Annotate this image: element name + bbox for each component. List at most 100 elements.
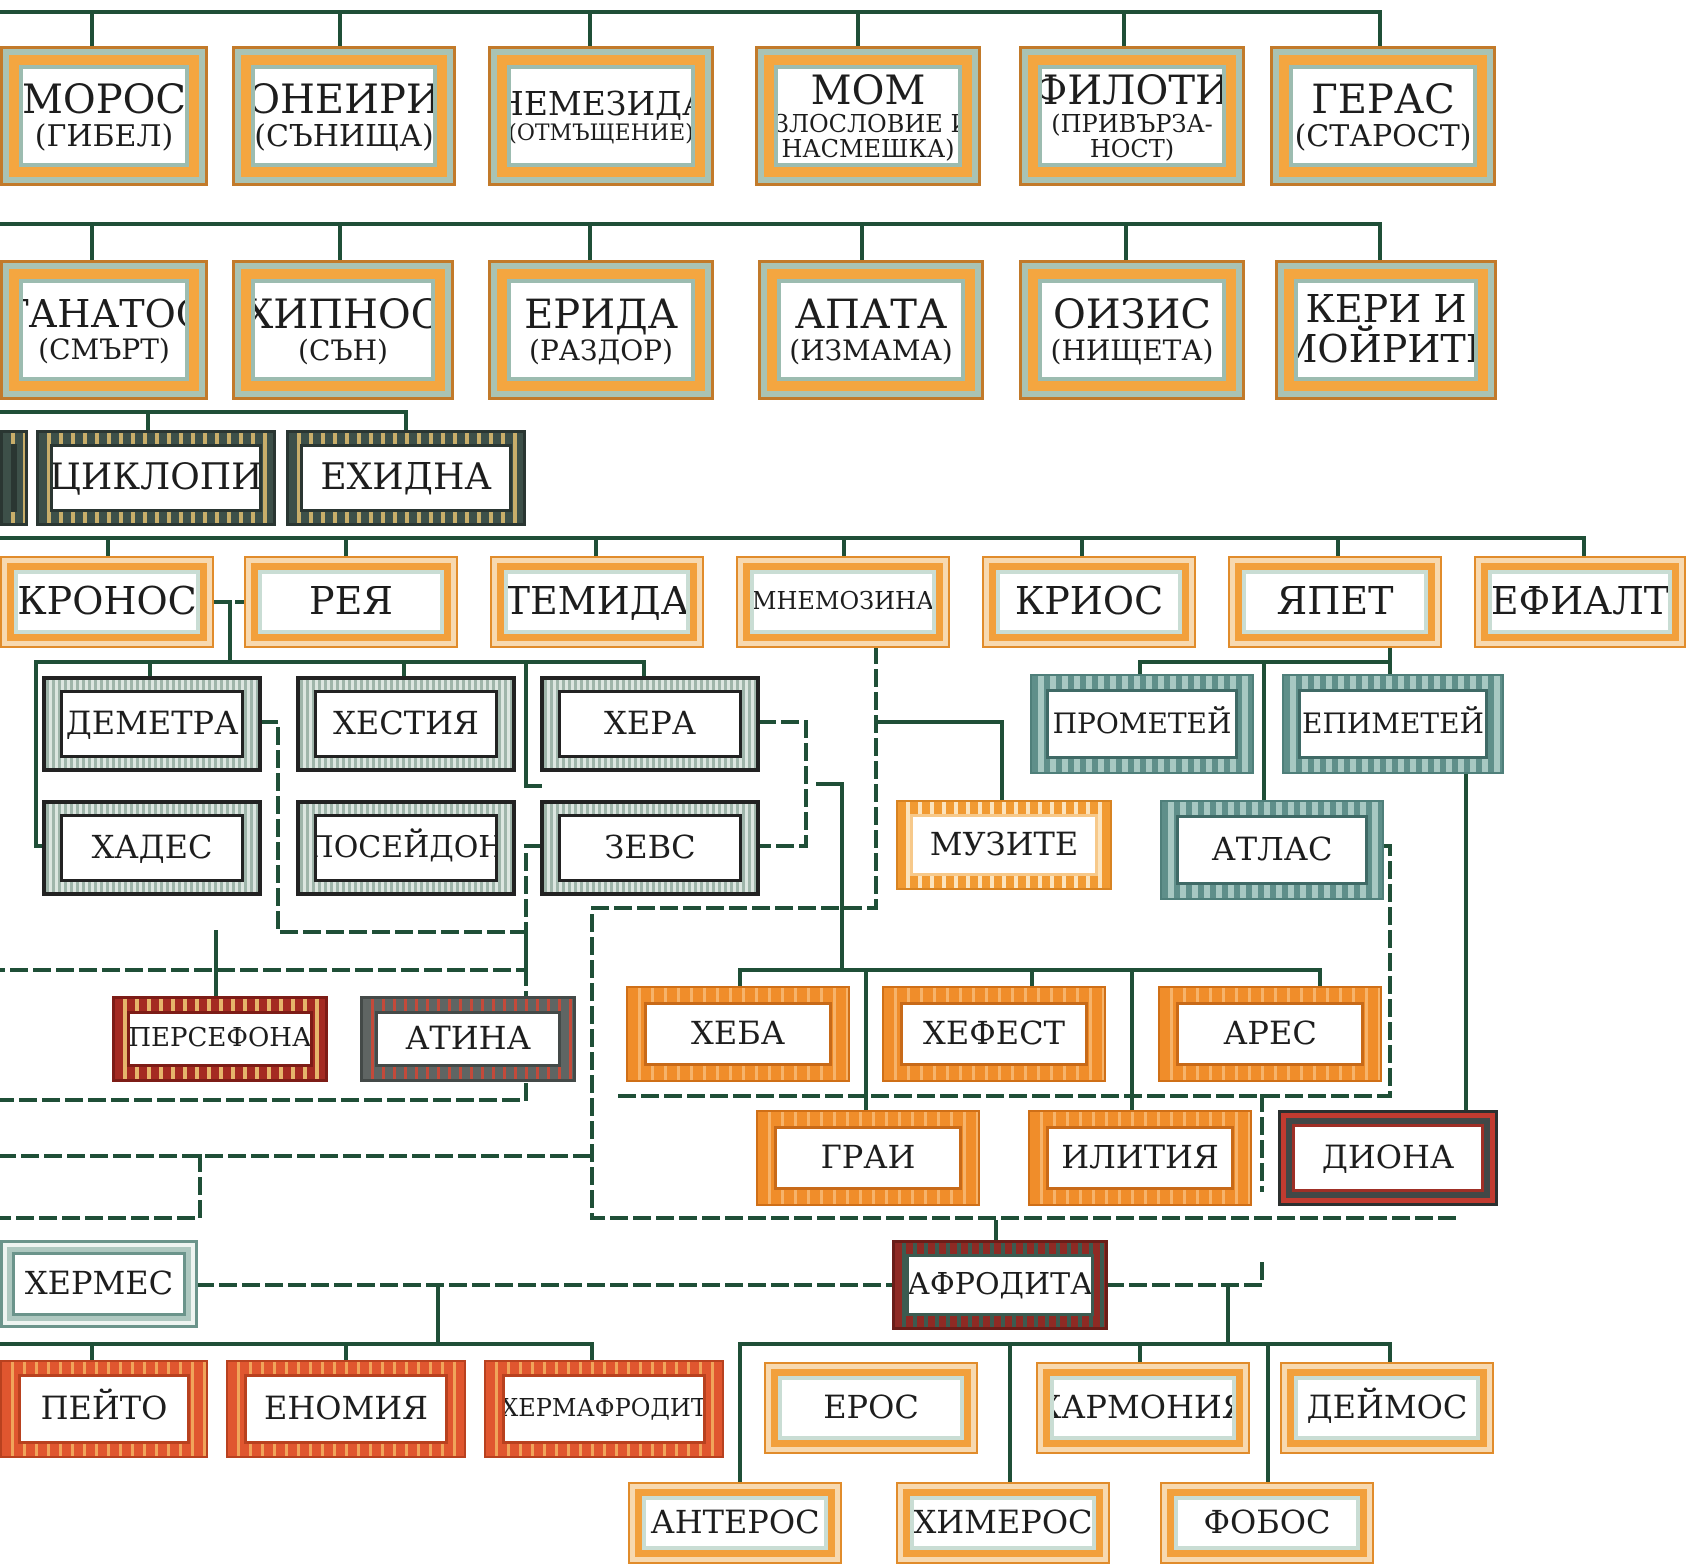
node-peitho[interactable]: ПЕЙТО — [0, 1360, 208, 1458]
node-sublabel: (ГИБЕЛ) — [34, 119, 174, 155]
node-dione[interactable]: ДИОНА — [1278, 1110, 1498, 1206]
node-label: ПЕЙТО — [40, 1389, 168, 1428]
node-label: ПЕРСЕФОНА — [128, 1023, 312, 1054]
node-moros[interactable]: МОРОС(ГИБЕЛ) — [0, 46, 208, 186]
node-label: РЕЯ — [309, 579, 393, 624]
node-eris[interactable]: ЕРИДА(РАЗДОР) — [488, 260, 714, 400]
node-sublabel: (СЪН) — [298, 334, 388, 368]
node-label: КРИОС — [1014, 579, 1164, 624]
node-label: ИЛИТИЯ — [1061, 1138, 1219, 1177]
node-cronus[interactable]: КРОНОС — [0, 556, 214, 648]
node-hebe[interactable]: ХЕБА — [626, 986, 850, 1082]
node-hermaphroditus[interactable]: ХЕРМАФРОДИТ — [484, 1360, 724, 1458]
titan-bar — [0, 536, 1586, 558]
node-epimetheus[interactable]: ЕПИМЕТЕЙ — [1282, 674, 1504, 774]
demeter-union — [0, 720, 528, 972]
node-label: ЕХИДНА — [320, 457, 492, 499]
node-label: АНТЕРОС — [650, 1503, 820, 1542]
node-label: ХАРМОНИЯ — [1054, 1388, 1232, 1427]
node-ephialtes[interactable]: ЕФИАЛТ — [1474, 556, 1686, 648]
node-ilithyia[interactable]: ИЛИТИЯ — [1028, 1110, 1252, 1206]
node-harmonia[interactable]: ХАРМОНИЯ — [1036, 1362, 1250, 1454]
node-phobos[interactable]: ФОБОС — [1160, 1482, 1374, 1564]
node-philotes[interactable]: ФИЛОТИ(ПРИВЪРЗА-НОСТ) — [1019, 46, 1245, 186]
node-label: ДЕМЕТРА — [65, 704, 239, 743]
node-rhea[interactable]: РЕЯ — [244, 556, 458, 648]
lower-union — [0, 1154, 594, 1220]
hera-zeus-union — [758, 720, 808, 848]
node-eunomia[interactable]: ЕНОМИЯ — [226, 1360, 466, 1458]
node-oneiri[interactable]: ОНЕИРИ(СЪНИЩА) — [232, 46, 456, 186]
node-hades[interactable]: ХАДЕС — [42, 800, 262, 896]
node-label: ФОБОС — [1203, 1503, 1331, 1542]
node-zeus[interactable]: ЗЕВС — [540, 800, 760, 896]
node-label: ХЕФЕСТ — [923, 1014, 1065, 1053]
node-label: ОНЕИРИ — [251, 77, 437, 124]
row3-bar — [0, 410, 408, 432]
node-label: ЕПИМЕТЕЙ — [1302, 707, 1484, 741]
node-mnemosyne[interactable]: МНЕМОЗИНА — [736, 556, 950, 648]
node-label: ТАНАТОС — [23, 292, 185, 337]
node-poseidon[interactable]: ПОСЕЙДОН — [296, 800, 516, 896]
node-hestia[interactable]: ХЕСТИЯ — [296, 676, 516, 772]
node-anteros[interactable]: АНТЕРОС — [628, 1482, 842, 1564]
node-athena[interactable]: АТИНА — [360, 996, 576, 1082]
node-label: ГЕРАС — [1311, 77, 1455, 124]
node-label: АРЕС — [1223, 1014, 1317, 1053]
node-sublabel: МОЙРИТЕ — [1298, 327, 1474, 371]
node-prometheus[interactable]: ПРОМЕТЕЙ — [1030, 674, 1254, 774]
node-crius[interactable]: КРИОС — [982, 556, 1196, 648]
node-apate[interactable]: АПАТА(ИЗМАМА) — [758, 260, 984, 400]
node-persephone[interactable]: ПЕРСЕФОНА — [112, 996, 328, 1082]
ares-aphrodite-union — [1106, 1260, 1264, 1287]
muses-link — [878, 720, 1004, 802]
node-sublabel: (ИЗМАМА) — [789, 334, 953, 368]
node-sublabel: (НИЩЕТА) — [1050, 334, 1214, 368]
node-eros[interactable]: ЕРОС — [764, 1362, 978, 1454]
node-graeae[interactable]: ГРАИ — [756, 1110, 980, 1206]
node-label: ГРАИ — [820, 1138, 916, 1177]
node-hermes[interactable]: ХЕРМЕС — [0, 1240, 198, 1328]
node-oizys[interactable]: ОИЗИС(НИЩЕТА) — [1019, 260, 1245, 400]
node-ares[interactable]: АРЕС — [1158, 986, 1382, 1082]
node-hephaestus[interactable]: ХЕФЕСТ — [882, 986, 1106, 1082]
node-keres[interactable]: КЕРИ ИМОЙРИТЕ — [1275, 260, 1497, 400]
poseidon-union — [0, 844, 542, 1102]
node-geras[interactable]: ГЕРАС(СТАРОСТ) — [1270, 46, 1496, 186]
node-echidna[interactable]: ЕХИДНА — [286, 430, 526, 526]
node-sublabel: (ОТМЪЩЕНИЕ) — [508, 120, 694, 146]
node-iapetus[interactable]: ЯПЕТ — [1228, 556, 1442, 648]
node-hera[interactable]: ХЕРА — [540, 676, 760, 772]
node-label: АПАТА — [794, 292, 948, 339]
node-label: ХАДЕС — [91, 828, 213, 867]
node-sublabel: (СМЪРТ) — [38, 333, 170, 367]
node-sublabel: (СЪНИЩА) — [254, 119, 434, 155]
node-label: ПОСЕЙДОН — [314, 830, 498, 866]
node-label: АФРОДИТА — [907, 1267, 1093, 1303]
node-label: ДИОНА — [1321, 1138, 1455, 1177]
node-hypnos[interactable]: ХИПНОС(СЪН) — [232, 260, 454, 400]
node-label: КРОНОС — [17, 579, 197, 624]
node-label: ХИПНОС — [251, 292, 435, 339]
node-sublabel: (СТАРОСТ) — [1294, 119, 1472, 155]
node-nemesis[interactable]: НЕМЕЗИДА(ОТМЪЩЕНИЕ) — [488, 46, 714, 186]
node-deimos[interactable]: ДЕЙМОС — [1280, 1362, 1494, 1454]
node-sublabel: (РАЗДОР) — [529, 334, 673, 368]
node-label: ХЕРА — [604, 704, 696, 743]
node-muses[interactable]: МУЗИТЕ — [896, 800, 1112, 890]
node-label: ХЕРМЕС — [24, 1264, 174, 1303]
node-cyclopes[interactable]: ЦИКЛОПИ — [36, 430, 276, 526]
node-themis[interactable]: ТЕМИДА — [490, 556, 704, 648]
node-partial-left — [0, 430, 28, 526]
node-aphrodite[interactable]: АФРОДИТА — [892, 1240, 1108, 1330]
node-label: ФИЛОТИ — [1038, 67, 1226, 114]
node-label: НЕМЕЗИДА — [511, 84, 691, 124]
node-thanatos[interactable]: ТАНАТОС(СМЪРТ) — [0, 260, 208, 400]
node-himeros[interactable]: ХИМЕРОС — [896, 1482, 1110, 1564]
node-label: ЗЕВС — [604, 828, 696, 867]
node-label: ЕРОС — [823, 1388, 919, 1427]
node-atlas[interactable]: АТЛАС — [1160, 800, 1384, 900]
mnemosyne-zeus-union — [590, 646, 1456, 1220]
node-demeter[interactable]: ДЕМЕТРА — [42, 676, 262, 772]
